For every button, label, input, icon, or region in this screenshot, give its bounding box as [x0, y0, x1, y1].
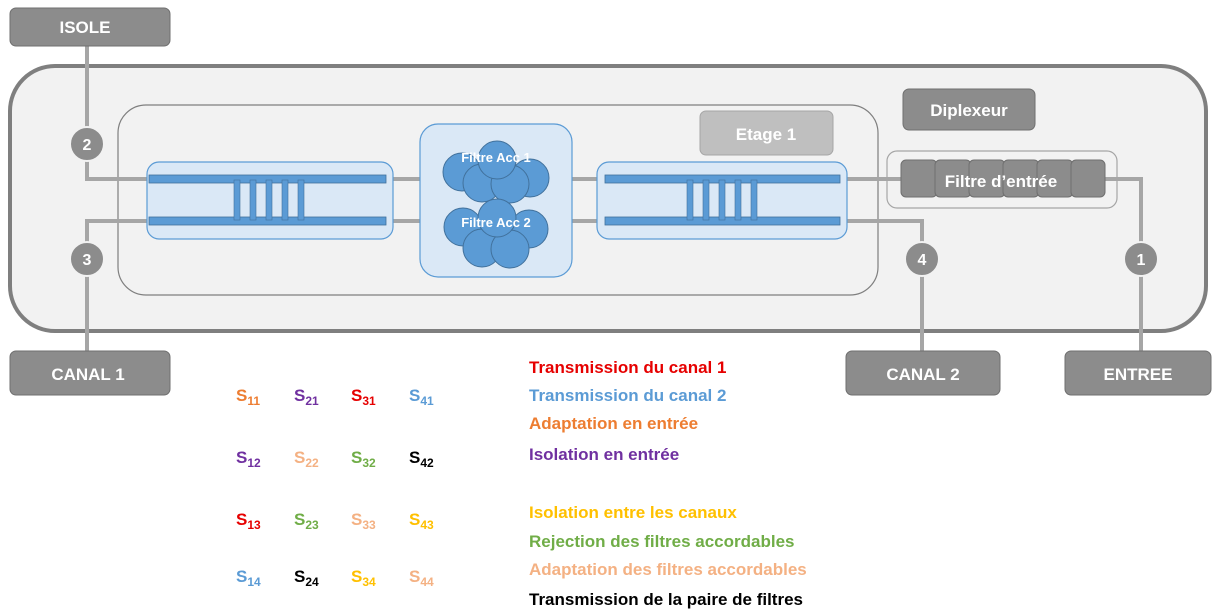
entree-label: ENTREE	[1104, 365, 1173, 384]
etage-box	[699, 110, 834, 156]
filtre-entree-label: Filtre d’entrée	[945, 172, 1057, 191]
port-4-circle	[904, 241, 940, 277]
s-param-22: S22	[294, 448, 319, 470]
legend-item: Isolation entre les canaux	[529, 503, 737, 522]
port-1-circle	[1123, 241, 1159, 277]
s-param-14: S14	[236, 567, 261, 589]
legend-item: Transmission du canal 2	[529, 386, 727, 405]
s-param-symbol: S	[351, 448, 363, 467]
s-param-index: 24	[305, 575, 319, 589]
port-3-number: 3	[83, 252, 92, 269]
diplexeur-box	[902, 88, 1036, 131]
s-param-index: 11	[247, 394, 261, 408]
s-param-index: 32	[362, 456, 376, 470]
s-param-symbol: S	[294, 386, 306, 405]
s-param-symbol: S	[294, 448, 306, 467]
coupler-stage-2	[596, 161, 848, 240]
s-param-31: S31	[351, 386, 376, 408]
s-param-43: S43	[409, 510, 434, 532]
legend-item: Rejection des filtres accordables	[529, 532, 795, 551]
s-param-index: 22	[305, 456, 319, 470]
port-circles: 2 3 4 1	[69, 126, 1159, 277]
diplexeur-label: Diplexeur	[930, 101, 1008, 120]
s-param-24: S24	[294, 567, 319, 589]
port-1-number: 1	[1137, 252, 1146, 269]
s-param-index: 43	[420, 518, 434, 532]
line-input-port1	[1101, 177, 1143, 357]
canal1-box	[9, 350, 171, 396]
filtre-acc1-label: Filtre Acc 1	[461, 150, 531, 165]
line-port3-canal1	[85, 219, 151, 357]
entree-box	[1064, 350, 1212, 396]
s-param-13: S13	[236, 510, 261, 532]
s-param-44: S44	[409, 567, 434, 589]
isole-box	[9, 7, 171, 47]
s-param-symbol: S	[236, 567, 248, 586]
tunable-filters: Filtre Acc 1 Filtre Acc 2	[419, 123, 573, 278]
legend-item: Isolation en entrée	[529, 445, 680, 464]
s-param-11: S11	[236, 386, 260, 408]
s-param-index: 33	[362, 518, 376, 532]
s-param-index: 34	[362, 575, 376, 589]
s-param-42: S42	[409, 448, 434, 470]
s-param-symbol: S	[409, 510, 421, 529]
s-param-41: S41	[409, 386, 434, 408]
canal1-label: CANAL 1	[51, 365, 124, 384]
s-param-index: 41	[420, 394, 434, 408]
s-param-symbol: S	[236, 386, 248, 405]
s-param-symbol: S	[351, 510, 363, 529]
s-param-index: 23	[305, 518, 319, 532]
s-param-index: 42	[420, 456, 434, 470]
port-3-circle	[69, 241, 105, 277]
etage-label: Etage 1	[736, 125, 796, 144]
line-isole-port2	[85, 43, 151, 181]
port-4-number: 4	[918, 252, 927, 269]
legend-item: Adaptation en entrée	[529, 414, 699, 433]
s-param-symbol: S	[294, 510, 306, 529]
s-param-index: 21	[305, 394, 319, 408]
s-param-33: S33	[351, 510, 376, 532]
s-param-symbol: S	[236, 510, 248, 529]
s-param-symbol: S	[409, 386, 421, 405]
canal2-label: CANAL 2	[886, 365, 959, 384]
s-param-32: S32	[351, 448, 376, 470]
s-param-index: 12	[247, 456, 261, 470]
s-param-symbol: S	[351, 567, 363, 586]
s-param-34: S34	[351, 567, 376, 589]
legend-item: Transmission du canal 1	[529, 358, 727, 377]
filtre-entree	[900, 159, 1106, 198]
port-2-circle	[69, 126, 105, 162]
canal2-box	[845, 350, 1001, 396]
s-param-symbol: S	[294, 567, 306, 586]
s-param-21: S21	[294, 386, 319, 408]
coupler-stage-1	[146, 161, 394, 240]
s-param-symbol: S	[351, 386, 363, 405]
line-stage2-port4	[838, 219, 924, 357]
s-param-index: 31	[362, 394, 376, 408]
legend-item: Transmission de la paire de filtres	[529, 590, 803, 609]
port-boxes: ISOLE CANAL 1 CANAL 2 ENTREE Diplexeur E…	[9, 7, 1212, 396]
filtre-acc2-label: Filtre Acc 2	[461, 215, 531, 230]
s-param-23: S23	[294, 510, 319, 532]
port-2-number: 2	[83, 137, 92, 154]
s-param-symbol: S	[236, 448, 248, 467]
s-param-symbol: S	[409, 448, 421, 467]
isole-label: ISOLE	[59, 18, 110, 37]
s-param-12: S12	[236, 448, 261, 470]
s-param-index: 44	[420, 575, 434, 589]
s-param-index: 13	[247, 518, 261, 532]
s-param-symbol: S	[409, 567, 421, 586]
s-param-index: 14	[247, 575, 261, 589]
legend-item: Adaptation des filtres accordables	[529, 560, 807, 579]
